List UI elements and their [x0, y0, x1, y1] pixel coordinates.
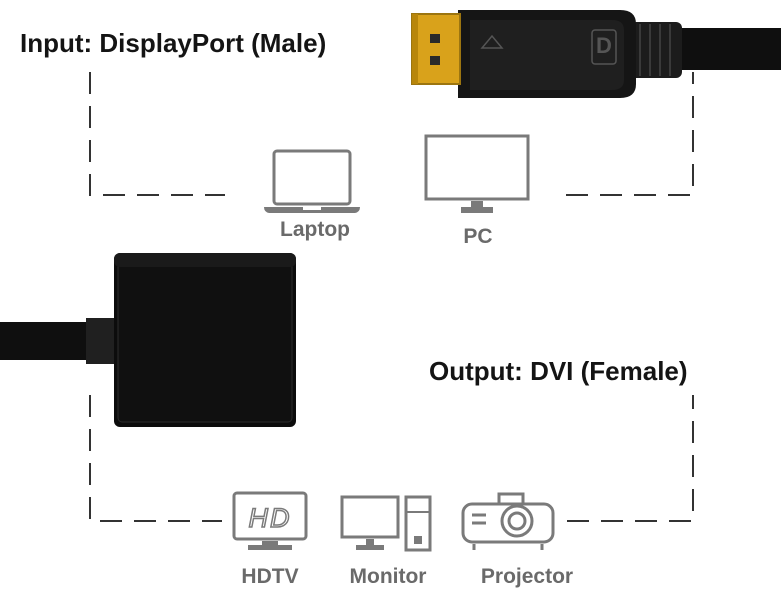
projector-icon: [461, 492, 555, 550]
pc-monitor-icon: [424, 134, 530, 213]
input-title: Input: DisplayPort (Male): [20, 28, 327, 58]
laptop-label: Laptop: [280, 218, 350, 241]
monitor-tower-icon: [340, 495, 432, 552]
hdtv-label: HDTV: [241, 565, 299, 588]
input-dashed-guide: [89, 72, 694, 196]
laptop-icon: [264, 149, 360, 213]
dvi-adapter: [0, 253, 296, 427]
hdtv-icon: HD: [232, 491, 308, 550]
output-dashed-guide: [89, 395, 694, 522]
displayport-connector: [411, 10, 781, 98]
hdtv-badge-text: HD: [249, 503, 292, 533]
projector-label: Projector: [480, 565, 574, 588]
monitor-label: Monitor: [349, 565, 427, 588]
output-title: Output: DVI (Female): [429, 356, 688, 386]
dp-logo-letter: D: [596, 33, 612, 58]
pc-label: PC: [463, 225, 493, 248]
